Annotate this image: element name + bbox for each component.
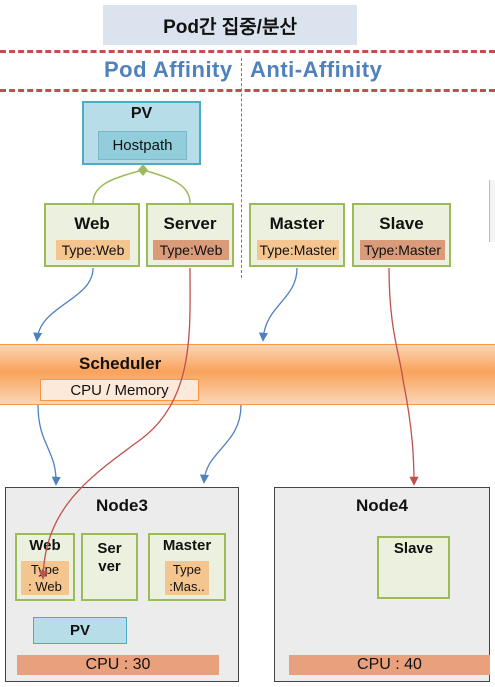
node3-pod-master-name: Master [162,537,212,554]
cropped-edge-shape [489,180,495,242]
pod-server: Server Type:Web [146,203,234,267]
node4-box: Node4 [274,487,490,682]
pod-master-type: Type:Master [257,240,339,260]
node3-pod-web-type-line1: Type [30,562,60,577]
node3-pod-master: Master Type :Mas.. [148,533,226,601]
pod-web-type: Type:Web [56,240,130,260]
arrow-web-to-scheduler [33,267,94,342]
top-dashed-divider [0,50,495,53]
node3-pod-web-type-line2: : Web [28,579,62,594]
pod-server-name: Server [163,214,217,233]
diagram-title: Pod간 집중/분산 [103,5,357,45]
pv-box: PV Hostpath [82,101,201,165]
node3-title: Node3 [96,496,148,515]
node3-pod-master-type-line1: Type [172,562,202,577]
node4-pod-slave: Slave [377,536,450,599]
affinity-link-web [92,169,144,204]
node3-pod-server-name: Ser ver [83,540,136,576]
pod-web-name: Web [74,214,110,233]
arrow-master-to-scheduler [258,267,298,342]
scheduler-bar: Scheduler CPU / Memory [0,344,495,405]
pod-master: Master Type:Master [249,203,345,267]
pod-slave-name: Slave [379,214,424,233]
node3-pod-master-type: Type :Mas.. [165,561,209,595]
node3-cpu: CPU : 30 [17,655,219,675]
hostpath-label: Hostpath [98,131,187,160]
pod-master-name: Master [269,214,325,233]
anti-affinity-heading: Anti-Affinity [250,57,383,82]
node3-pod-web-name: Web [29,537,61,554]
bottom-dashed-divider [0,89,495,92]
pod-web: Web Type:Web [44,203,140,267]
node3-pv: PV [33,617,127,644]
node4-cpu: CPU : 40 [289,655,490,675]
pod-server-type: Type:Web [153,240,229,260]
pod-slave: Slave Type:Master [352,203,451,267]
node4-title: Node4 [356,496,408,515]
arrow-scheduler-to-node3-left [37,404,61,486]
arrow-server-to-node3-web [38,267,191,580]
pod-affinity-heading: Pod Affinity [104,57,233,82]
scheduler-resource: CPU / Memory [40,379,199,401]
affinity-diamond [138,164,148,176]
node3-pod-master-type-line2: :Mas.. [169,579,205,594]
affinity-link-server [142,169,191,204]
node3-pod-web: Web Type : Web [15,533,75,601]
arrow-slave-to-node4 [388,267,419,486]
node4-pod-slave-name: Slave [393,540,434,557]
scheduler-title: Scheduler [79,354,162,373]
arrow-scheduler-to-node3-right [199,404,242,484]
node3-pod-server-name-line1: Ser [97,540,122,557]
node3-pod-server: Ser ver [81,533,138,601]
pv-title: PV [130,105,153,122]
node3-pod-server-name-line2: ver [98,558,121,575]
node3-pod-web-type: Type : Web [21,561,69,595]
pod-slave-type: Type:Master [360,240,445,260]
section-separator [241,58,242,278]
